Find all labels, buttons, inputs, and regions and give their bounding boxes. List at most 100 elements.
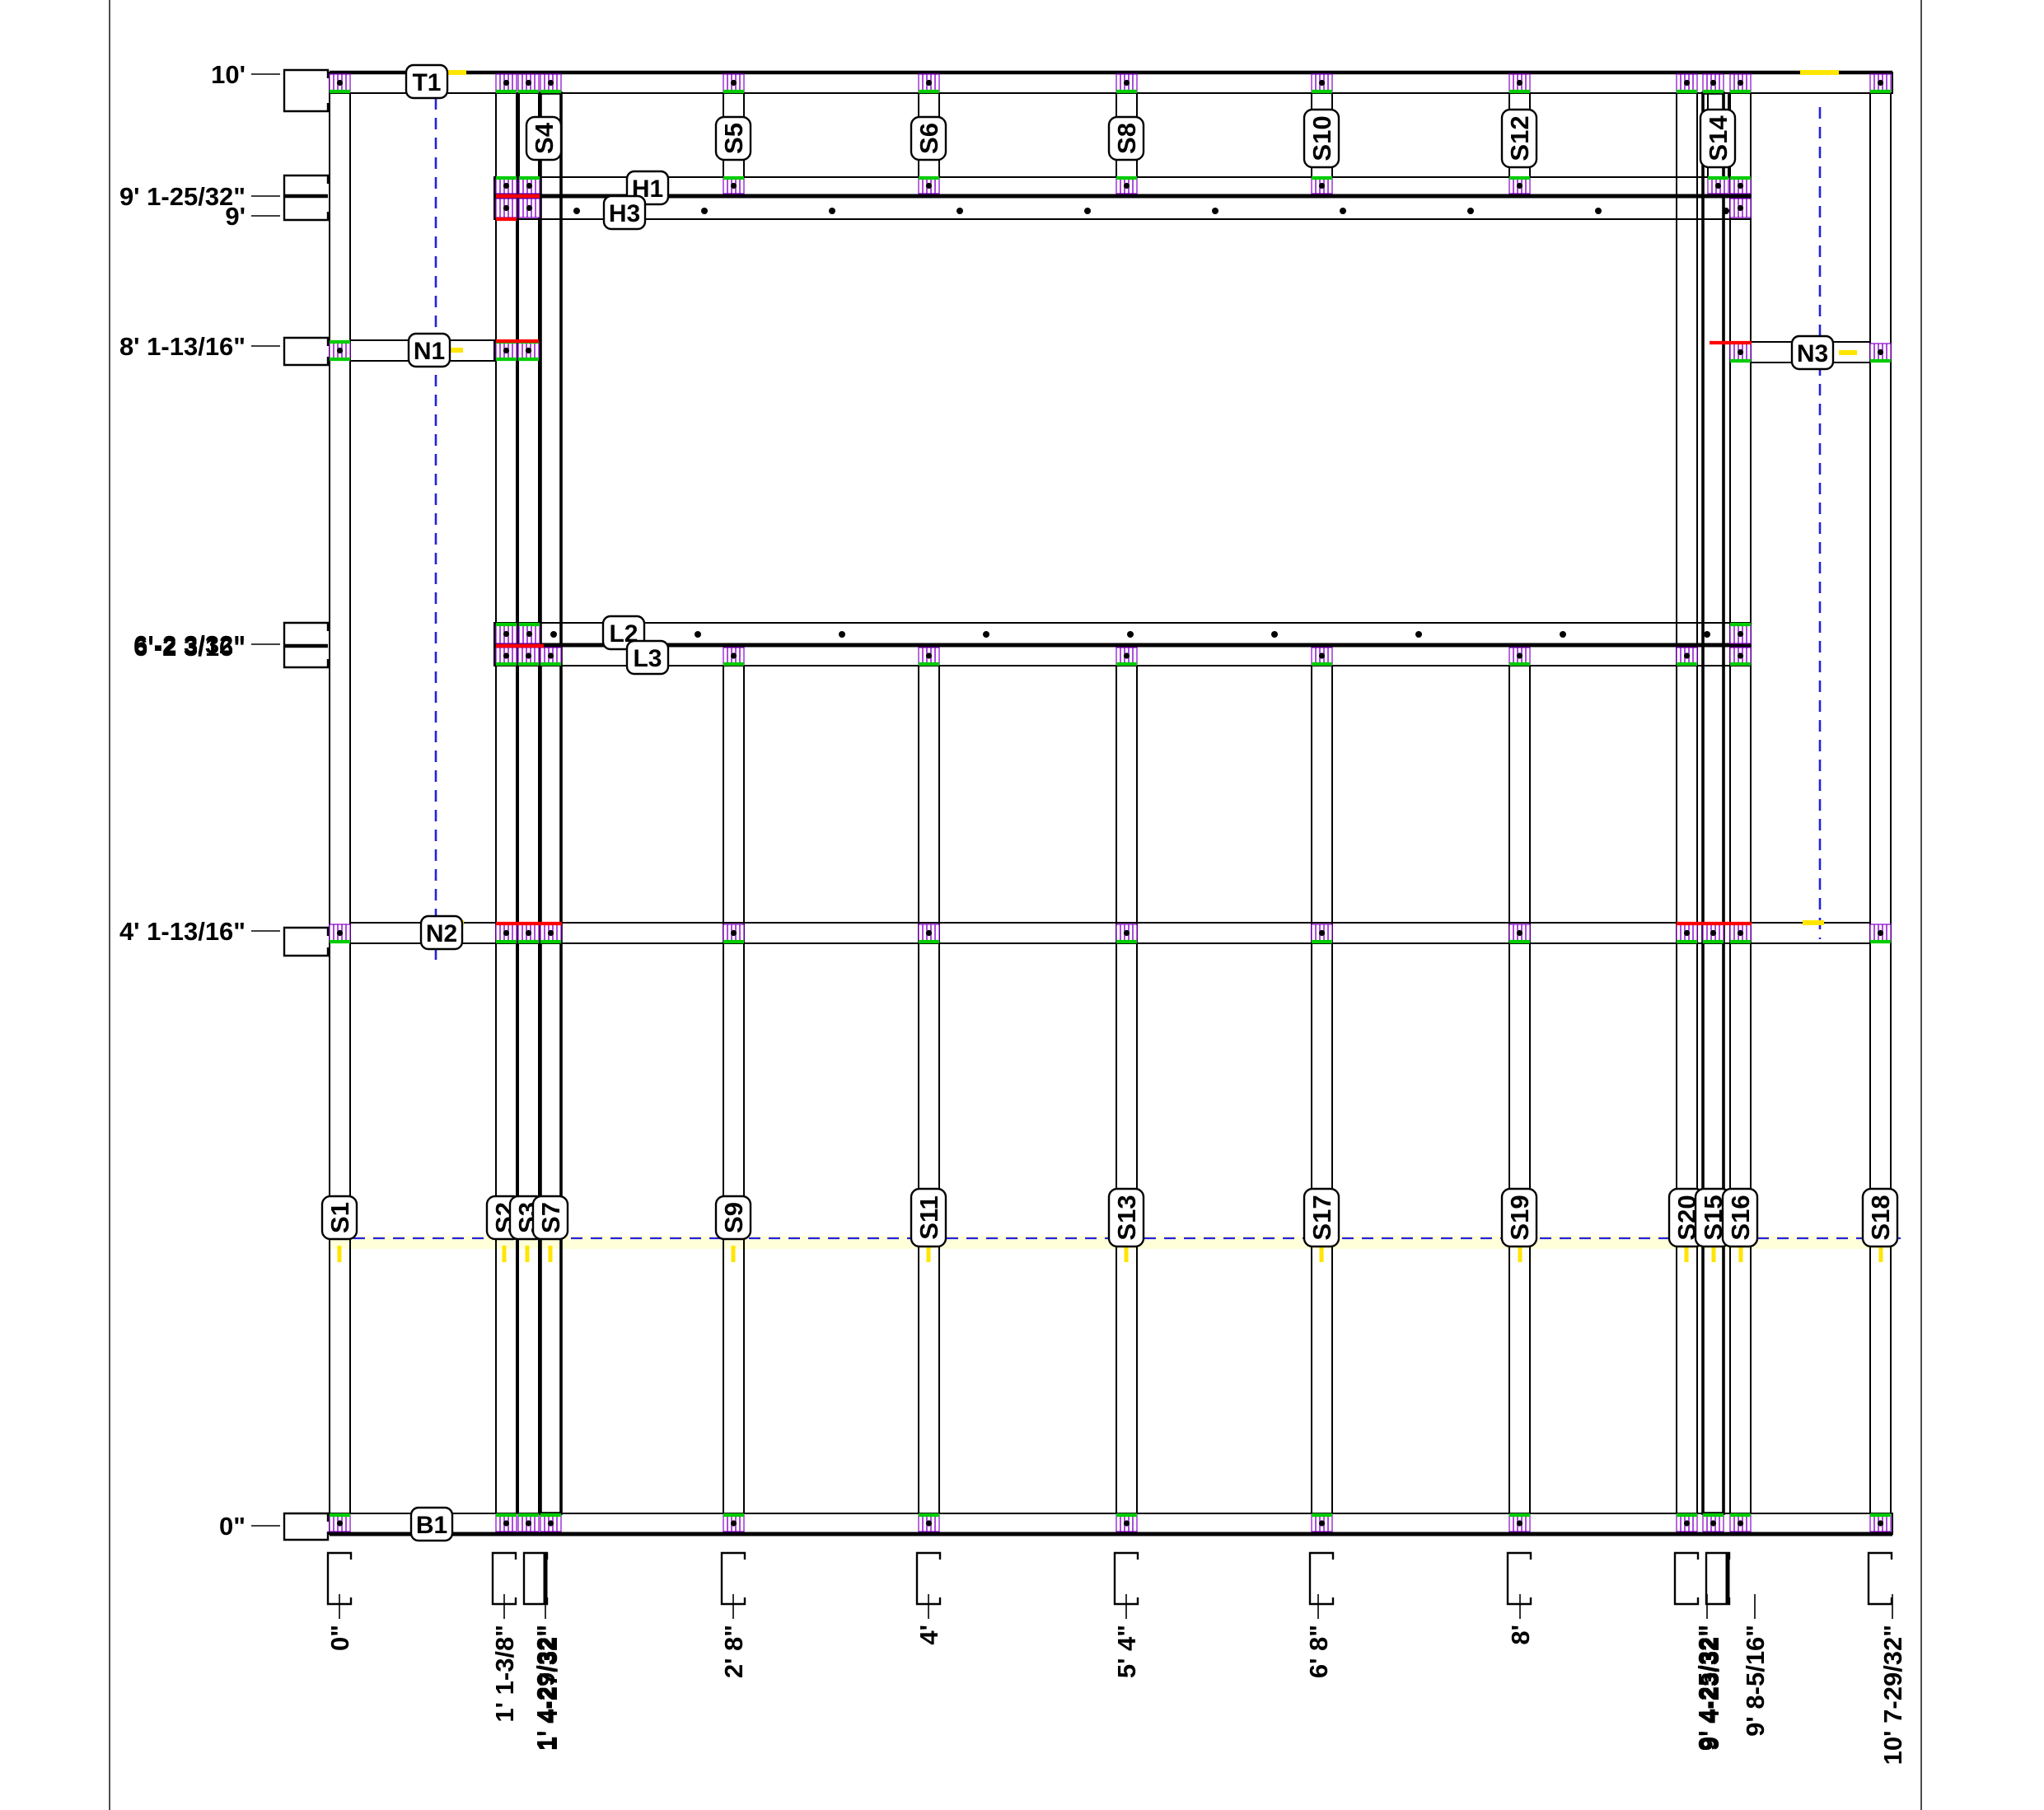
label-box [714,115,752,161]
connector-header-top [1729,175,1752,194]
label-s18[interactable]: S18 [1861,1187,1899,1248]
connector-nailer-n2 [540,924,562,944]
label-box [1303,1187,1340,1248]
stud-s20[interactable] [1676,92,1698,1514]
label-s9[interactable]: S9 [714,1195,752,1241]
member-n2[interactable] [349,922,1871,944]
fastener-dot [526,204,533,212]
fastener-dot [1737,630,1744,638]
connector-top-plate [1676,73,1698,94]
label-s4[interactable]: S4 [525,115,563,161]
label-s8[interactable]: S8 [1107,115,1145,161]
label-s10[interactable]: S10 [1303,108,1340,169]
connector-top-plate [918,73,940,94]
stud-s19[interactable] [1508,665,1531,1514]
fastener-dot [1737,204,1744,212]
label-s13[interactable]: S13 [1107,1187,1145,1248]
member-h3[interactable] [493,195,1752,220]
stud-s9[interactable] [723,665,745,1514]
screw-dot [983,631,989,638]
member-t1[interactable] [329,70,1893,94]
connector-header-top [495,175,517,194]
stud-s3[interactable] [517,92,540,1514]
label-s11[interactable]: S11 [910,1187,947,1248]
label-box [1699,108,1737,169]
connector-header-top [1116,175,1138,194]
fastener-dot [1318,1520,1326,1527]
fastener-dot [1737,929,1744,937]
dimension-bottom: 1' 4-29/32" [531,1625,560,1751]
connector-header-top [1508,175,1531,194]
fastener-dot [1683,652,1691,659]
fastener-dot [525,652,532,659]
stud-s16[interactable] [1729,92,1752,1514]
connector-top-plate [517,73,540,94]
dimension-bottom: 0" [325,1625,354,1651]
label-s12[interactable]: S12 [1500,108,1538,169]
label-s6[interactable]: S6 [910,115,947,161]
label-text: T1 [412,69,441,96]
fastener-dot [925,79,933,87]
label-box [419,914,464,951]
screw-dot [573,208,580,214]
stud-s7[interactable] [539,91,563,1515]
connector-ledger-l3 [517,647,540,666]
connector-ledger-l3 [1676,647,1698,666]
connector-nailer-n1 [517,339,540,362]
label-text: S11 [914,1195,943,1239]
dimension-bottom: 9' 4-25/32" [1693,1625,1722,1751]
connector-header-h3 [1729,198,1752,218]
connector-top-plate [1116,73,1138,94]
connector-bottom-plate [918,1513,940,1532]
stud-s18[interactable] [1869,92,1892,1514]
label-s5[interactable]: S5 [714,115,752,161]
label-box [407,332,451,368]
connector-bottom-plate [495,1513,517,1532]
fastener-dot [336,929,344,937]
stud-s17[interactable] [1311,665,1333,1514]
label-text: S1 [325,1202,354,1233]
connector-nailer-n2 [1508,924,1531,944]
label-s19[interactable]: S19 [1500,1187,1538,1248]
stud-s15[interactable] [1701,91,1725,1515]
stud-s11[interactable] [918,665,940,1514]
label-s1[interactable]: S1 [320,1195,358,1241]
label-b1[interactable]: B1 [409,1506,454,1542]
stud-s13[interactable] [1116,665,1138,1514]
connector-ledger-l3 [1116,647,1138,666]
screw-dot [1415,631,1422,638]
fastener-dot [336,79,344,87]
fastener-dot [503,929,510,937]
fastener-dot [525,929,532,937]
label-t1[interactable]: T1 [405,63,449,100]
stud-s2[interactable] [495,92,517,1514]
label-s14[interactable]: S14 [1699,108,1737,169]
label-h3[interactable]: H3 [602,194,647,231]
label-n2[interactable]: N2 [419,914,464,951]
fastener-dot [525,347,532,354]
label-text: S10 [1307,115,1336,161]
connector-ledger-l3 [540,647,562,666]
connector-top-plate [495,73,517,94]
connector-bottom-plate [1676,1513,1698,1532]
c-section-symbol-bottom [491,1551,517,1606]
fastener-dot [925,1520,933,1527]
label-n1[interactable]: N1 [407,332,451,368]
fastener-dot [1683,929,1691,937]
label-s7[interactable]: S7 [531,1195,569,1241]
connector-nailer-n3 [1869,343,1892,363]
label-box [531,1195,569,1241]
label-n3[interactable]: N3 [1790,334,1835,371]
label-text: S4 [530,122,559,154]
label-h1[interactable]: H1 [625,170,670,206]
label-s16[interactable]: S16 [1721,1187,1759,1248]
member-b1[interactable] [329,1513,1893,1536]
fastener-dot [1877,348,1884,356]
fastener-dot [336,347,344,354]
label-l3[interactable]: L3 [625,639,670,676]
label-s17[interactable]: S17 [1303,1187,1340,1248]
dimension-left: 9' 1-25/32" [119,182,246,211]
connector-bottom-plate [1116,1513,1138,1532]
connector-header-top [1707,175,1729,194]
stud-s1[interactable] [329,92,351,1514]
